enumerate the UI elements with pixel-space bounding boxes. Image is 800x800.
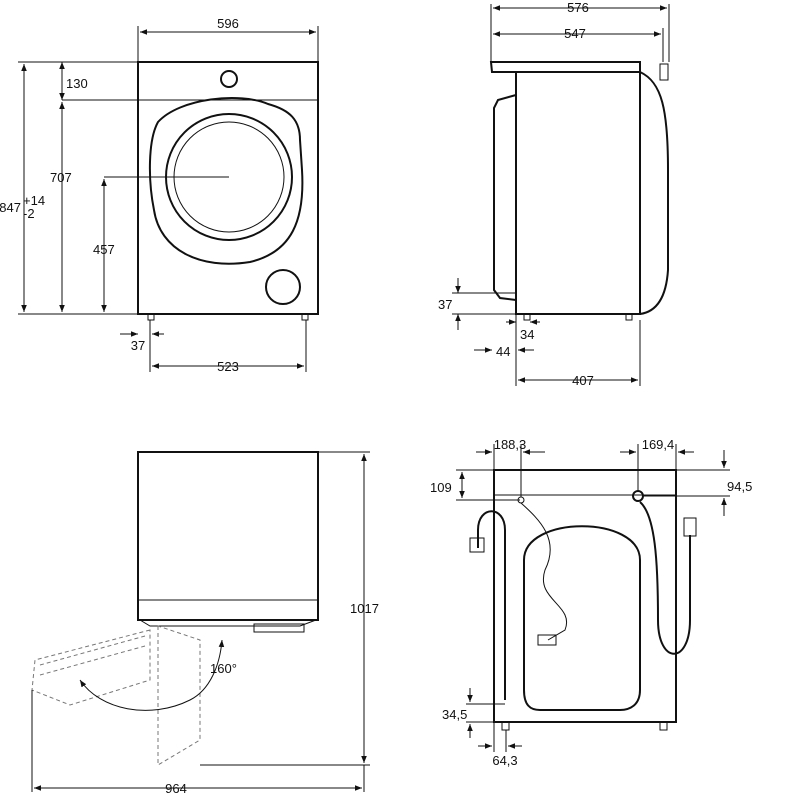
rear-top-offset-left-label: 109 <box>430 480 452 495</box>
rear-panel-cover <box>523 525 641 711</box>
rear-top-offset-right-label: 94,5 <box>727 479 752 494</box>
door-open-position-b <box>31 629 151 706</box>
door-open-position-a <box>157 625 201 766</box>
front-tolerance-upper-label: +14 <box>23 193 45 208</box>
rear-hose-offset-left-label: 188,3 <box>494 437 527 452</box>
door-open-view: 160° 1017 964 <box>31 451 379 796</box>
rear-hose-offset-right-label: 169,4 <box>642 437 675 452</box>
front-foot-left <box>147 313 155 321</box>
rear-power-plug-icon <box>537 634 557 646</box>
rear-body-outline <box>493 469 677 723</box>
rear-foot-left <box>501 721 510 731</box>
side-door-profile <box>639 71 669 315</box>
rear-bottom-side-label: 64,3 <box>492 753 517 768</box>
side-depth-with-door-label: 576 <box>567 0 589 15</box>
side-back-profile <box>493 94 517 301</box>
front-door-center-label: 707 <box>50 170 72 185</box>
rear-bottom-offset-label: 34,5 <box>442 707 467 722</box>
door-view-depth-label: 1017 <box>350 601 379 616</box>
rear-inlet-connector <box>632 490 644 502</box>
rear-view: 188,3 169,4 109 94,5 34,5 64,3 <box>430 437 752 768</box>
side-depth-label: 547 <box>564 26 586 41</box>
front-body-outline <box>137 61 319 315</box>
rear-inlet-hose <box>639 501 691 655</box>
front-foot-right <box>301 313 309 321</box>
front-door-outline <box>148 97 304 265</box>
rear-drain-hose <box>477 510 506 700</box>
front-tolerance-lower-label: -2 <box>23 206 35 221</box>
rear-foot-right <box>659 721 668 731</box>
side-foot-span-label: 407 <box>572 373 594 388</box>
door-view-hinge <box>253 623 305 633</box>
door-opening-angle-label: 160° <box>210 661 237 676</box>
front-width-label: 596 <box>217 16 239 31</box>
front-total-height-label: 847 <box>0 200 21 215</box>
rear-drain-hose-end <box>469 537 485 553</box>
rear-power-cable <box>520 502 568 641</box>
side-view: 576 547 37 34 44 407 <box>438 0 670 388</box>
side-foot-height-label: 37 <box>438 297 452 312</box>
side-foot-rear <box>523 313 531 321</box>
front-foot-offset-label: 37 <box>131 338 145 353</box>
side-foot-offset-a-label: 34 <box>520 327 534 342</box>
front-knob-icon <box>220 70 238 88</box>
front-foot-span-label: 523 <box>217 359 239 374</box>
side-top-lid <box>489 61 641 73</box>
front-door-bottom-label: 457 <box>93 242 115 257</box>
front-view: 596 847 +14 -2 130 707 457 523 37 <box>0 16 319 374</box>
rear-inlet-hose-end <box>683 517 697 537</box>
door-view-total-depth-label: 964 <box>165 781 187 796</box>
side-foot-front <box>625 313 633 321</box>
front-drain-cover-icon <box>265 269 301 305</box>
side-body-outline <box>515 71 641 315</box>
door-view-body-outline <box>137 451 319 621</box>
front-top-panel-label: 130 <box>66 76 88 91</box>
side-foot-offset-b-label: 44 <box>496 344 510 359</box>
side-knob <box>659 63 669 81</box>
